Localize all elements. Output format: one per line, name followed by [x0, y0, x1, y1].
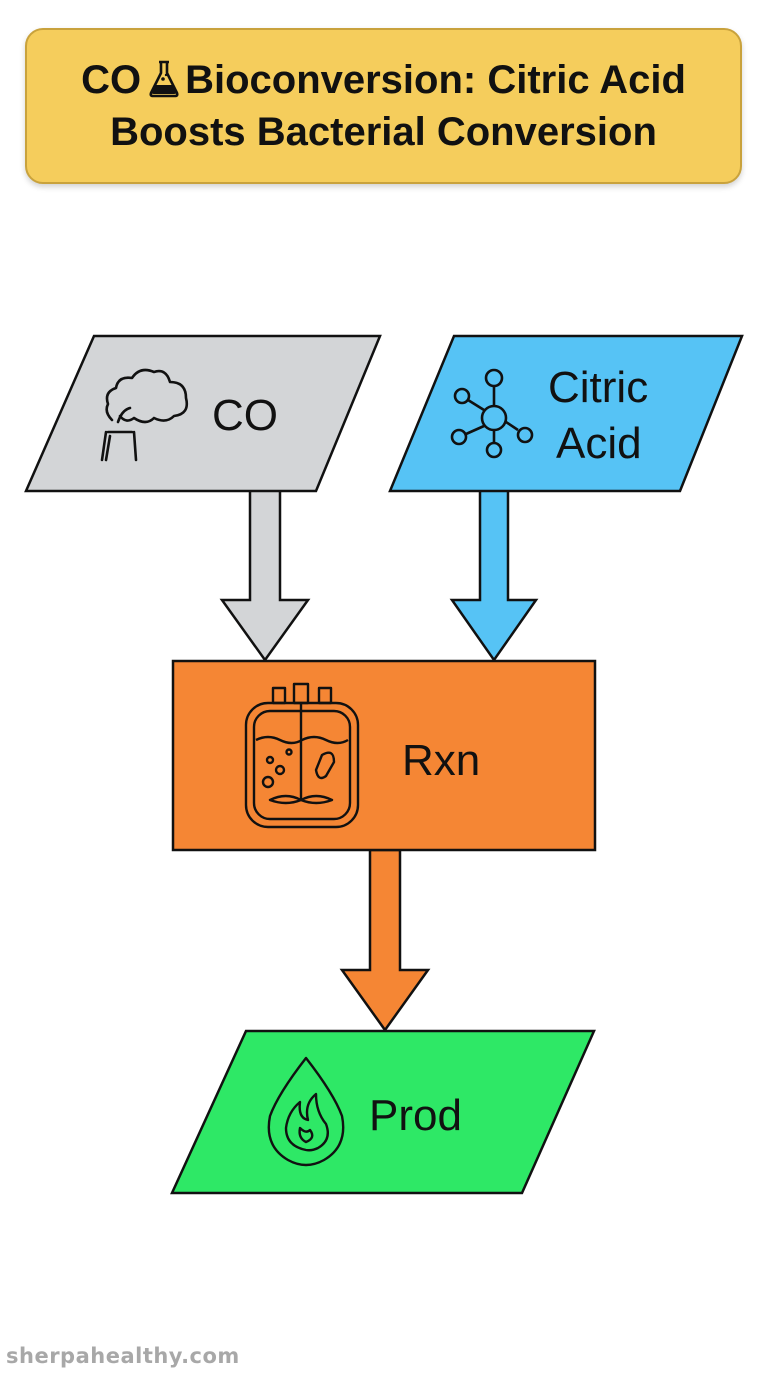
arrow-co-to-rxn: [219, 488, 311, 663]
title-prefix: CO: [81, 58, 142, 102]
title-banner: CO Bioconversion: Citric Acid Boosts Bac…: [25, 28, 742, 184]
node-citric-label-line1: Citric: [548, 363, 648, 412]
title-suffix: Bioconversion: Citric Acid: [185, 58, 686, 102]
node-citric-acid: Citric Acid: [388, 334, 744, 493]
flask-icon: [149, 60, 179, 98]
node-citric-label-line2: Acid: [556, 419, 642, 468]
title-line-1: CO Bioconversion: Citric Acid: [44, 54, 724, 106]
molecule-icon: [450, 368, 534, 459]
factory-smoke-icon: [100, 368, 189, 462]
node-prod: Prod: [170, 1029, 596, 1195]
node-rxn-label: Rxn: [402, 736, 480, 785]
node-co: CO: [24, 334, 382, 493]
node-co-label: CO: [212, 391, 278, 440]
node-rxn: Rxn: [171, 659, 597, 852]
title-line-2: Boosts Bacterial Conversion: [110, 110, 657, 154]
fuel-flame-icon: [267, 1056, 345, 1167]
arrow-citric-to-rxn: [449, 488, 539, 663]
arrow-rxn-to-prod: [339, 848, 431, 1033]
watermark: sherpahealthy.com: [6, 1344, 240, 1368]
node-prod-label: Prod: [369, 1091, 462, 1140]
diagram-title: CO Bioconversion: Citric Acid Boosts Bac…: [44, 54, 724, 158]
bioreactor-icon: [244, 682, 360, 829]
